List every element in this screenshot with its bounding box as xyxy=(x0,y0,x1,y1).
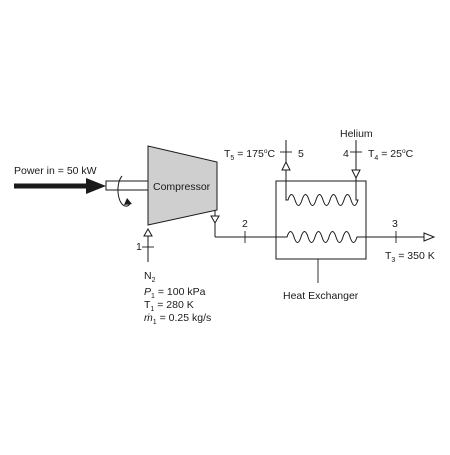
state-4-number: 4 xyxy=(343,148,349,160)
helium-exit-5 xyxy=(280,140,292,193)
compressor-label: Compressor xyxy=(153,181,211,193)
state-5-number: 5 xyxy=(298,148,304,160)
inlet-mass-flow-label: ṁ1 = 0.25 kg/s xyxy=(144,312,211,326)
compressor-body xyxy=(147,145,218,226)
outlet-pipe-3 xyxy=(366,231,436,243)
state-1-number: 1 xyxy=(136,241,142,253)
helium-inlet-4 xyxy=(350,140,362,193)
heat-exchanger-label: Heat Exchanger xyxy=(283,290,359,302)
t4-label: T4 = 25oC xyxy=(368,148,414,162)
nitrogen-coil xyxy=(276,231,366,243)
heat-exchanger-box xyxy=(275,180,367,260)
outlet-pipe-2 xyxy=(210,210,276,243)
rotation-arrow-icon xyxy=(117,175,132,207)
helium-coil xyxy=(285,193,359,206)
inlet-temperature-label: T1 = 280 K xyxy=(144,299,194,313)
compressor-shaft xyxy=(105,180,151,191)
t5-label: T5 = 175oC xyxy=(224,148,275,162)
state-3-number: 3 xyxy=(392,218,398,230)
inlet-pressure-label: P1 = 100 kPa xyxy=(144,286,206,300)
helium-label: Helium xyxy=(340,128,373,140)
power-input-arrow xyxy=(14,178,106,194)
state-2-number: 2 xyxy=(242,218,248,230)
inlet-line-1 xyxy=(142,227,154,262)
t3-label: T3 = 350 K xyxy=(385,250,435,264)
inlet-gas-label: N2 xyxy=(144,270,156,284)
power-label: Power in = 50 kW xyxy=(14,165,97,177)
